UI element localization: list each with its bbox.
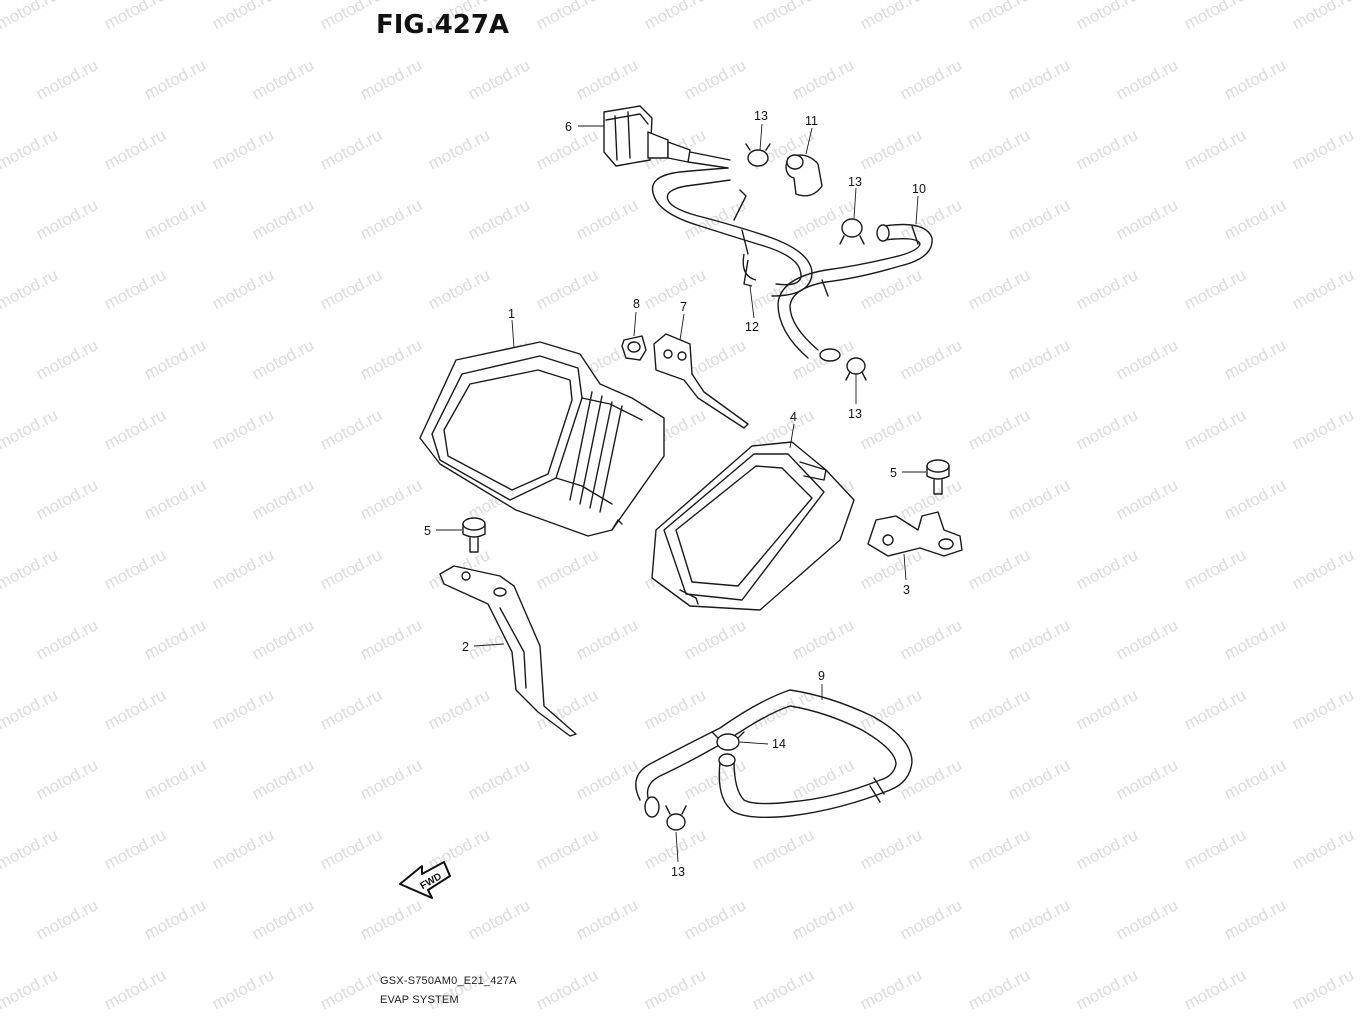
part-8-nut[interactable] — [621, 335, 647, 361]
callout-13b: 13 — [848, 175, 862, 189]
part-13-clamp-b[interactable] — [839, 218, 865, 245]
part-5-bolt-a[interactable] — [926, 459, 950, 495]
callout-5b: 5 — [424, 524, 431, 538]
callout-9: 9 — [818, 669, 825, 683]
part-9-hose[interactable] — [635, 689, 913, 819]
part-13-clamp-a[interactable] — [745, 143, 771, 167]
callout-13a: 13 — [754, 109, 768, 123]
callouts: 6 13 11 13 10 12 8 7 1 13 4 5 5 3 2 9 14… — [424, 109, 926, 879]
leader-lines — [436, 123, 926, 863]
callout-4: 4 — [790, 410, 797, 424]
figure-caption: EVAP SYSTEM — [380, 994, 459, 1006]
callout-6: 6 — [565, 120, 572, 134]
part-7-bracket[interactable] — [653, 333, 749, 429]
callout-8: 8 — [633, 297, 640, 311]
callout-12: 12 — [745, 320, 759, 334]
part-14-clamp[interactable] — [711, 731, 745, 751]
figure-title: FIG.427A — [376, 10, 510, 40]
part-11-hose[interactable] — [785, 154, 823, 197]
callout-10: 10 — [912, 182, 926, 196]
callout-3: 3 — [903, 583, 910, 597]
part-1-canister[interactable] — [419, 341, 665, 537]
part-13-clamp-d[interactable] — [665, 805, 687, 831]
callout-14: 14 — [772, 737, 786, 751]
callout-11: 11 — [805, 114, 818, 128]
figure-code: GSX-S750AM0_E21_427A — [380, 975, 517, 987]
part-6-purge-valve[interactable] — [603, 105, 731, 169]
callout-1: 1 — [508, 307, 515, 321]
callout-13d: 13 — [671, 865, 685, 879]
fwd-arrow: FWD — [399, 861, 451, 899]
callout-5a: 5 — [890, 466, 897, 480]
callout-13c: 13 — [848, 407, 862, 421]
part-3-bracket[interactable] — [867, 511, 963, 557]
callout-2: 2 — [462, 640, 469, 654]
part-2-bracket[interactable] — [439, 565, 577, 737]
part-12-hose-loop[interactable] — [651, 167, 813, 297]
part-10-hose[interactable] — [777, 223, 933, 362]
part-4-canister-cover[interactable] — [651, 441, 855, 611]
part-5-bolt-b[interactable] — [462, 517, 486, 553]
callout-7: 7 — [680, 300, 687, 314]
